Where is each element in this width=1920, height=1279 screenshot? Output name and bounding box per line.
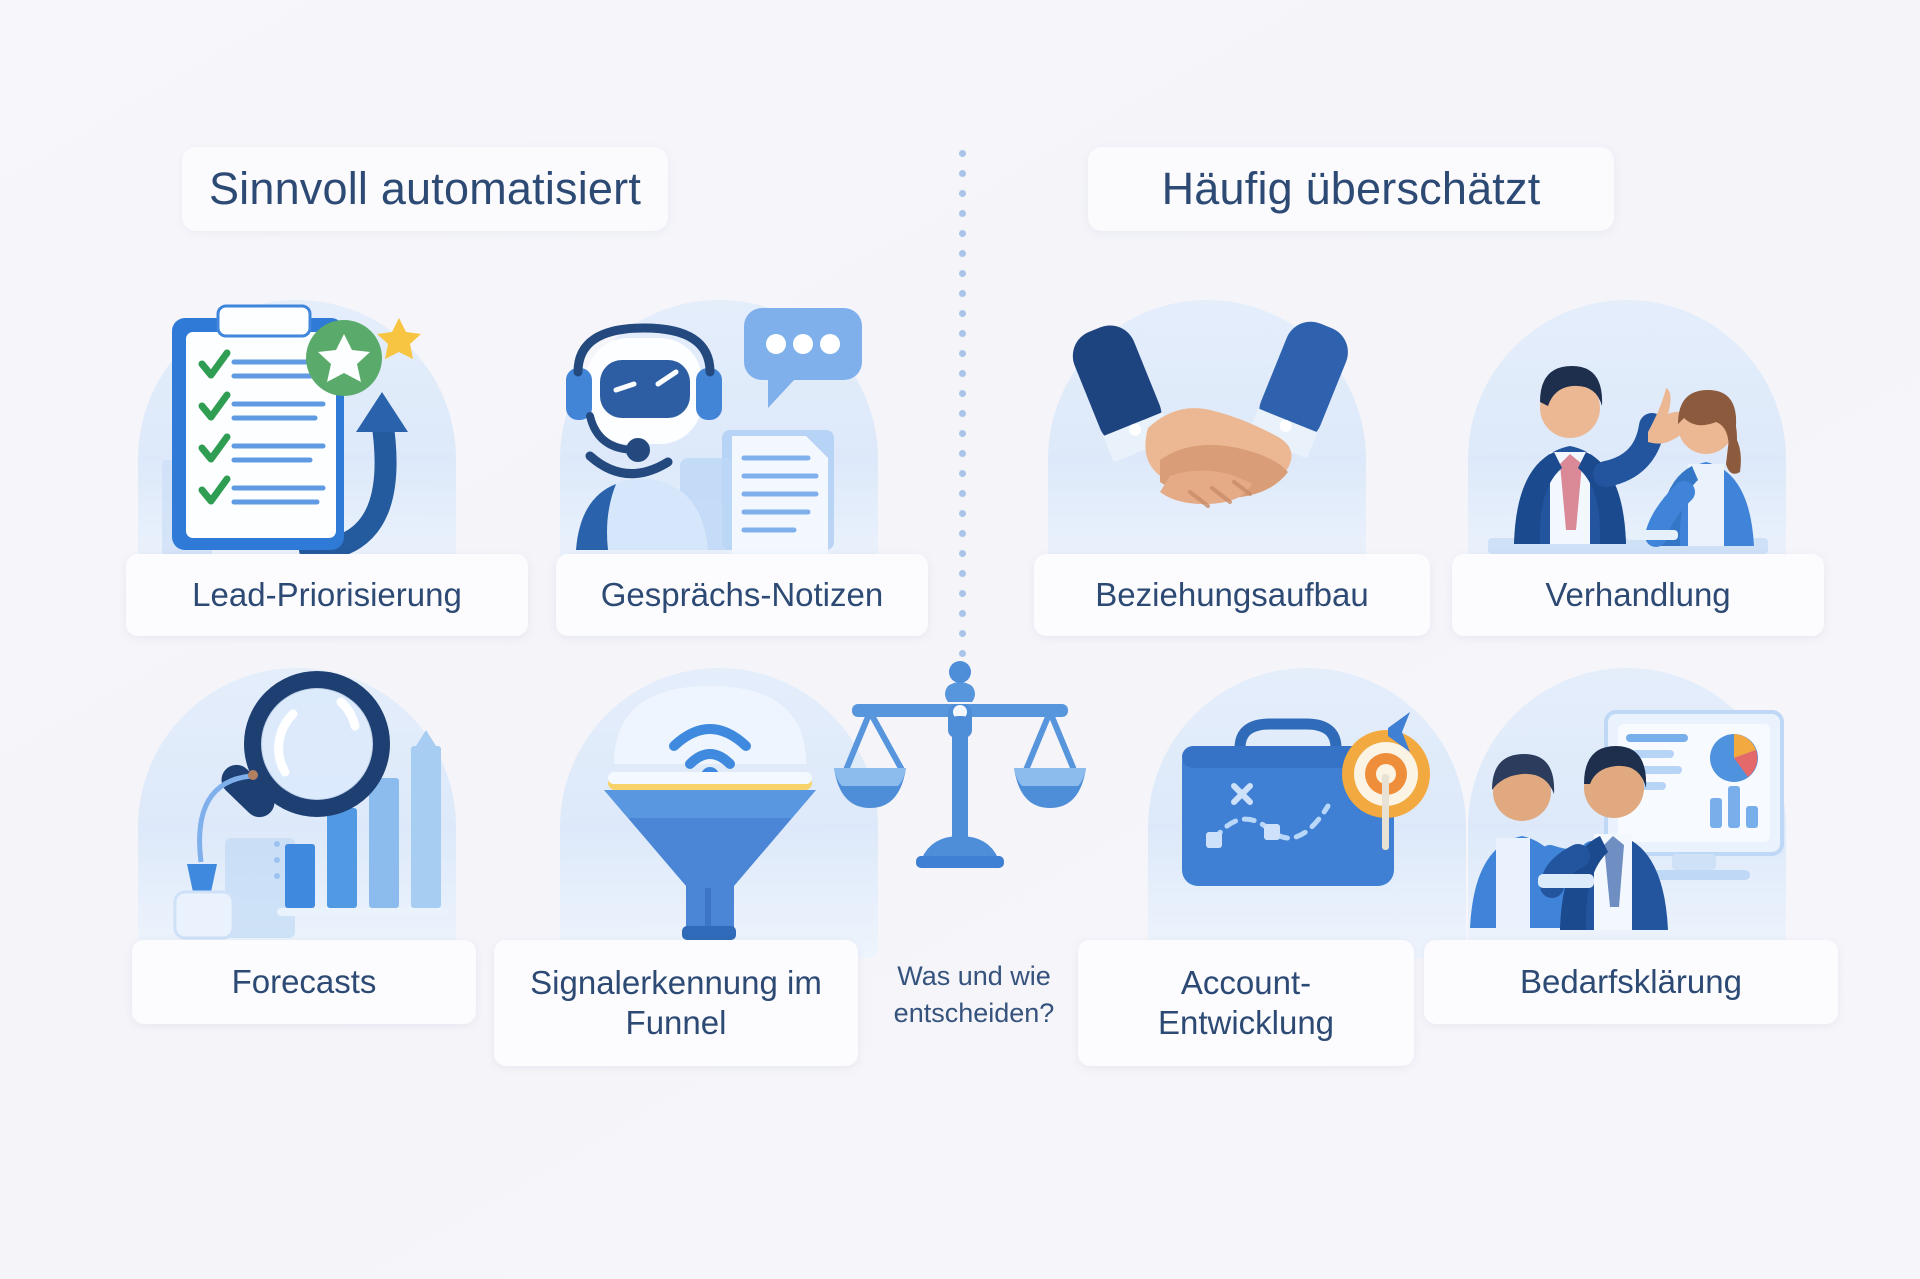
divider-dot bbox=[958, 290, 966, 297]
people-presentation-dashboard-icon bbox=[1466, 680, 1786, 940]
divider-dot bbox=[958, 410, 966, 417]
header-card-right: Häufig überschätzt bbox=[1088, 147, 1614, 231]
label-chip-beziehungsaufbau[interactable]: Beziehungsaufbau bbox=[1034, 554, 1430, 636]
divider-dot bbox=[958, 170, 966, 177]
divider-dot bbox=[958, 430, 966, 437]
divider-dot bbox=[958, 470, 966, 477]
center-question: Was und wie entscheiden? bbox=[868, 924, 1080, 1066]
label-text: Forecasts bbox=[231, 962, 377, 1000]
divider-dot bbox=[958, 250, 966, 257]
label-chip-lead-priorisierung[interactable]: Lead-Priorisierung bbox=[126, 554, 528, 636]
balance-scale-icon bbox=[830, 660, 1090, 870]
header-title-left: Sinnvoll automatisiert bbox=[208, 163, 642, 214]
divider-dot bbox=[958, 350, 966, 357]
robot-headset-chat-icon bbox=[566, 298, 872, 568]
label-chip-verhandlung[interactable]: Verhandlung bbox=[1452, 554, 1824, 636]
divider-dot bbox=[958, 230, 966, 237]
label-text: Signalerkennung im Funnel bbox=[530, 963, 822, 1041]
magnifier-bar-chart-icon bbox=[165, 668, 465, 940]
clipboard-checklist-star-icon bbox=[160, 300, 460, 570]
briefcase-target-map-icon bbox=[1168, 700, 1448, 940]
divider-dot bbox=[958, 570, 966, 577]
center-question-text: Was und wie entscheiden? bbox=[893, 960, 1055, 1028]
label-text: Bedarfsklärung bbox=[1520, 962, 1742, 1000]
label-text: Beziehungsaufbau bbox=[1095, 575, 1369, 613]
label-chip-bedarfsklaerung[interactable]: Bedarfsklärung bbox=[1424, 940, 1838, 1024]
divider-dot bbox=[958, 630, 966, 637]
divider-dot bbox=[958, 190, 966, 197]
divider-dot bbox=[958, 210, 966, 217]
divider-dot bbox=[958, 450, 966, 457]
divider-dot bbox=[958, 330, 966, 337]
two-people-discussion-icon bbox=[1478, 306, 1778, 586]
divider-dot bbox=[958, 610, 966, 617]
label-text: Lead-Priorisierung bbox=[192, 575, 462, 613]
divider-dot bbox=[958, 530, 966, 537]
label-text: Account-Entwicklung bbox=[1157, 963, 1335, 1041]
label-chip-gespraechs-notizen[interactable]: Gesprächs-Notizen bbox=[556, 554, 928, 636]
divider-dot bbox=[958, 370, 966, 377]
handshake-icon bbox=[1062, 310, 1362, 570]
divider-dot bbox=[958, 510, 966, 517]
divider-dot bbox=[958, 490, 966, 497]
header-title-right: Häufig überschätzt bbox=[1161, 163, 1541, 214]
funnel-signal-icon bbox=[586, 672, 866, 942]
divider-dot bbox=[958, 650, 966, 657]
divider-dot bbox=[958, 590, 966, 597]
divider-dot bbox=[958, 270, 966, 277]
label-chip-signalerkennung[interactable]: Signalerkennung im Funnel bbox=[494, 940, 858, 1066]
divider-dot bbox=[958, 150, 966, 157]
label-chip-account-entwicklung[interactable]: Account-Entwicklung bbox=[1078, 940, 1414, 1066]
divider-dot bbox=[958, 550, 966, 557]
divider-dot bbox=[958, 310, 966, 317]
label-text: Gesprächs-Notizen bbox=[600, 575, 884, 613]
label-chip-forecasts[interactable]: Forecasts bbox=[132, 940, 476, 1024]
header-card-left: Sinnvoll automatisiert bbox=[182, 147, 668, 231]
divider-dot bbox=[958, 390, 966, 397]
label-text: Verhandlung bbox=[1545, 575, 1731, 613]
